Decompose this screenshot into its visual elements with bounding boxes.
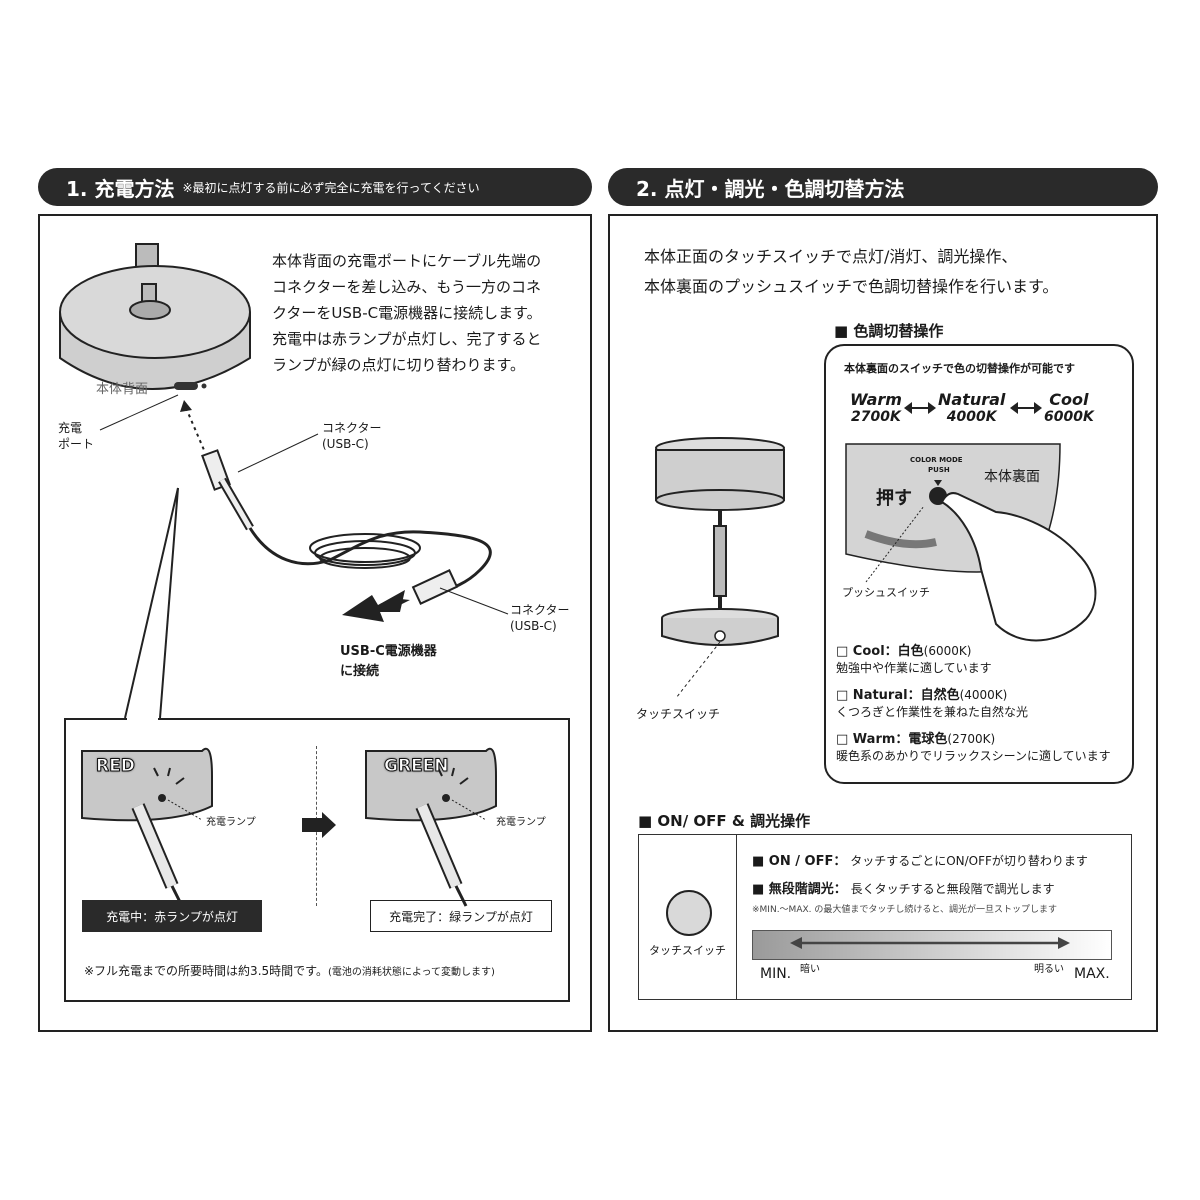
base-label: 本体背面 xyxy=(96,382,149,397)
push-switch-illustration xyxy=(845,443,1097,642)
mode-warm-name: Warm xyxy=(850,390,902,409)
section1-title: 1. 充電方法 xyxy=(66,176,175,201)
onoff-heading: ■ ON/ OFF & 調光操作 xyxy=(638,812,811,830)
dimming-gradient-bar xyxy=(752,930,1112,960)
double-arrow-icon xyxy=(904,402,936,414)
color-mode-text: COLOR MODE xyxy=(910,456,963,464)
connector-label-top: コネクター (USB-C) xyxy=(322,420,382,452)
charging-footnote: ※フル充電までの所要時間は約3.5時間です。(電池の消耗状態によって変動します) xyxy=(84,962,495,979)
green-lamp-illustration xyxy=(365,747,497,907)
dim-title: ■ 無段階調光： xyxy=(752,882,847,897)
port-label-line: ポート xyxy=(58,437,95,452)
port-label-line: 充電 xyxy=(58,421,83,435)
option-natural-sub: (4000K) xyxy=(959,688,1008,702)
connector-label-line: コネクター xyxy=(510,603,570,617)
max-label: MAX. xyxy=(1074,966,1110,982)
connector-label-line: (USB-C) xyxy=(322,437,369,452)
status-red-text: 充電中：赤ランプが点灯 xyxy=(106,909,238,924)
section2-header: 2. 点灯・調光・色調切替方法 xyxy=(608,168,1158,206)
status-green-text: 充電完了：緑ランプが点灯 xyxy=(389,909,533,924)
onoff-switch-label: タッチスイッチ xyxy=(649,944,726,957)
usb-cable-illustration xyxy=(99,394,509,622)
section2-title: 2. 点灯・調光・色調切替方法 xyxy=(636,176,905,201)
power-label-line: USB-C電源機器 xyxy=(340,644,437,659)
port-label: 充電 ポート xyxy=(58,420,94,452)
bright-label: 明るい xyxy=(1034,964,1064,975)
connector-label-bottom: コネクター (USB-C) xyxy=(510,602,570,634)
mode-warm-kelvin: 2700K xyxy=(851,409,901,425)
section1-note: ※最初に点灯する前に必ず完全に充電を行ってください xyxy=(182,180,480,195)
option-natural: □ Natural：自然色(4000K) くつろぎと作業性を兼ねた自然な光 xyxy=(836,684,1028,720)
option-cool-desc: 勉強中や作業に適しています xyxy=(836,661,992,675)
lamp-label-red: 充電ランプ xyxy=(206,817,256,828)
section2-intro: 本体正面のタッチスイッチで点灯/消灯、調光操作、 本体裏面のプッシュスイッチで色… xyxy=(644,242,1058,302)
option-warm-desc: 暖色系のあかりでリラックスシーンに適しています xyxy=(836,749,1111,763)
arrow-right-icon xyxy=(302,812,336,838)
option-cool-sub: (6000K) xyxy=(923,644,972,658)
status-red-box: 充電中：赤ランプが点灯 xyxy=(82,900,262,932)
onoff-desc: タッチするごとにON/OFFが切り替わります xyxy=(850,854,1088,868)
touch-switch-circle xyxy=(666,890,712,936)
desk-lamp-illustration xyxy=(655,437,785,699)
mode-cool: Cool 6000K xyxy=(1044,390,1094,425)
mode-cool-name: Cool xyxy=(1049,390,1089,409)
footnote-sub: (電池の消耗状態によって変動します) xyxy=(327,967,495,978)
callout-gap xyxy=(127,716,158,721)
lamp-base-illustration xyxy=(59,243,251,390)
push-text: PUSH xyxy=(928,466,950,474)
option-natural-title: □ Natural：自然色 xyxy=(836,688,960,703)
color-switch-heading: ■ 色調切替操作 xyxy=(834,322,944,340)
footnote-main: ※フル充電までの所要時間は約3.5時間です。 xyxy=(84,964,328,978)
red-lamp-illustration xyxy=(81,747,213,907)
press-label: 押す xyxy=(876,488,912,509)
onoff-row: ■ ON / OFF： タッチするごとにON/OFFが切り替わります xyxy=(752,850,1088,869)
color-box-title: 本体裏面のスイッチで色の切替操作が可能です xyxy=(844,362,1075,375)
mode-cool-kelvin: 6000K xyxy=(1044,409,1094,425)
power-label-line: に接続 xyxy=(340,664,380,679)
mode-natural: Natural 4000K xyxy=(938,390,1005,425)
green-badge: GREEN xyxy=(384,756,449,777)
dim-note: ※MIN.〜MAX. の最大値までタッチし続けると、調光が一旦ストップします xyxy=(752,905,1058,915)
desc-line: クターをUSB-C電源機器に接続します。 xyxy=(272,304,542,322)
option-natural-desc: くつろぎと作業性を兼ねた自然な光 xyxy=(836,705,1029,719)
dark-label: 暗い xyxy=(800,964,820,975)
dim-desc: 長くタッチすると無段階で調光します xyxy=(850,882,1055,896)
red-badge: RED xyxy=(96,756,136,777)
desc-line: ランプが緑の点灯に切り替わります。 xyxy=(272,356,526,374)
mode-natural-name: Natural xyxy=(938,390,1006,409)
connector-label-line: (USB-C) xyxy=(510,619,557,634)
back-label: 本体裏面 xyxy=(984,469,1040,485)
mode-natural-kelvin: 4000K xyxy=(946,409,997,425)
option-warm-sub: (2700K) xyxy=(947,732,996,746)
connector-label-line: コネクター xyxy=(322,421,382,435)
option-cool: □ Cool：白色(6000K) 勉強中や作業に適しています xyxy=(836,640,992,676)
option-warm: □ Warm：電球色(2700K) 暖色系のあかりでリラックスシーンに適していま… xyxy=(836,728,1111,764)
lamp-label-green: 充電ランプ xyxy=(496,817,546,828)
desc-line: 充電中は赤ランプが点灯し、完了すると xyxy=(272,330,542,348)
onoff-divider xyxy=(736,834,737,1000)
intro-line: 本体裏面のプッシュスイッチで色調切替操作を行います。 xyxy=(644,277,1059,296)
onoff-title: ■ ON / OFF： xyxy=(752,854,847,869)
dim-row: ■ 無段階調光： 長くタッチすると無段階で調光します xyxy=(752,878,1055,897)
power-label: USB-C電源機器 に接続 xyxy=(340,642,437,682)
option-warm-title: □ Warm：電球色 xyxy=(836,732,948,747)
desc-line: コネクターを差し込み、もう一方のコネ xyxy=(272,278,541,296)
dimming-range-arrow-icon xyxy=(790,937,1070,949)
color-mode-box xyxy=(824,344,1134,784)
intro-line: 本体正面のタッチスイッチで点灯/消灯、調光操作、 xyxy=(644,247,1018,266)
mode-warm: Warm 2700K xyxy=(850,390,902,425)
desc-line: 本体背面の充電ポートにケーブル先端の xyxy=(272,252,542,270)
section1-header: 1. 充電方法 ※最初に点灯する前に必ず完全に充電を行ってください xyxy=(38,168,592,206)
option-cool-title: □ Cool：白色 xyxy=(836,644,924,659)
callout-pointer xyxy=(124,487,179,719)
push-switch-label: プッシュスイッチ xyxy=(842,586,930,599)
min-label: MIN. xyxy=(760,966,792,982)
touch-switch-label: タッチスイッチ xyxy=(636,707,721,721)
status-green-box: 充電完了：緑ランプが点灯 xyxy=(370,900,552,932)
double-arrow-icon xyxy=(1010,402,1042,414)
onoff-box xyxy=(638,834,1132,1000)
section1-description: 本体背面の充電ポートにケーブル先端の コネクターを差し込み、もう一方のコネ クタ… xyxy=(272,248,542,378)
